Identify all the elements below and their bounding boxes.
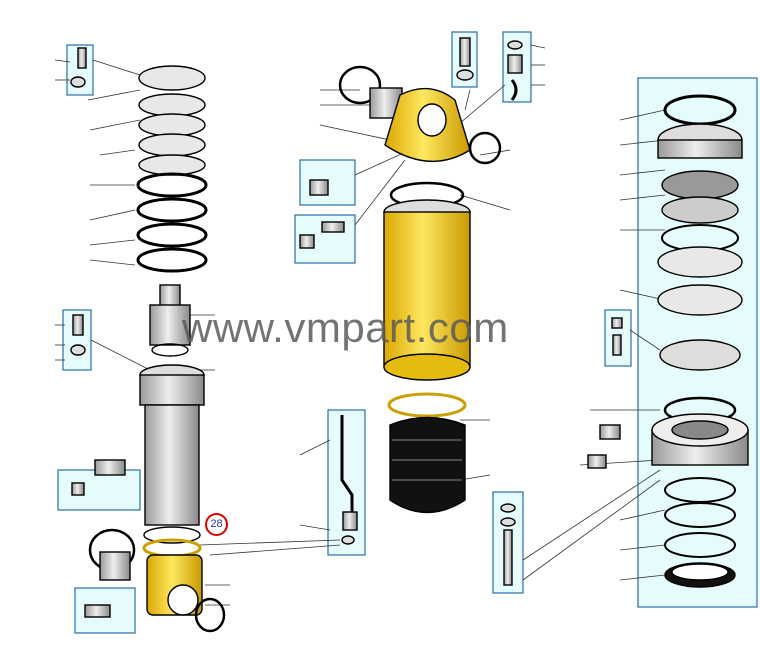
part-callout-28[interactable]: 28 (205, 513, 228, 536)
panel-center-pipe (327, 409, 366, 556)
cylinder-tube (144, 404, 200, 526)
watermark: www.vmpart.com (182, 304, 509, 351)
right-assembly (500, 94, 749, 588)
center-assembly (299, 37, 523, 545)
yellow-cylinder-barrel (383, 211, 471, 368)
left-assembly (70, 47, 226, 633)
piston (149, 304, 191, 346)
flange-plate (138, 65, 206, 91)
black-bellows (389, 416, 466, 514)
panel-left-bottom-fittings (57, 469, 141, 511)
